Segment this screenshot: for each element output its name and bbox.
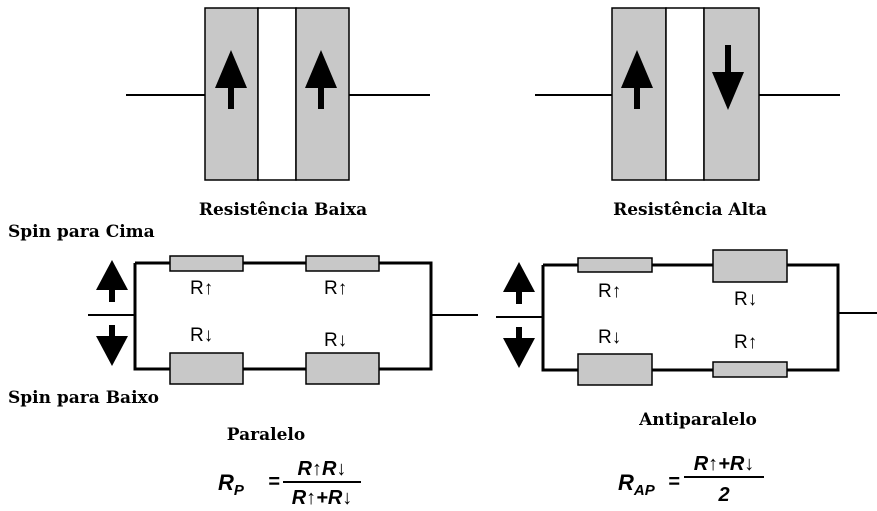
resistor-top-left xyxy=(169,255,244,272)
spin-down-arrow-icon xyxy=(503,327,535,368)
label-bottom-right: R↑ xyxy=(734,332,757,353)
spacer-layer xyxy=(665,7,705,181)
resistor-top-left xyxy=(577,257,653,273)
caption-high-resistance: Resistência Alta xyxy=(613,200,767,220)
spin-down-arrow-icon xyxy=(96,325,128,366)
label-bottom-left: R↓ xyxy=(598,327,621,348)
spin-down-label: Spin para Baixo xyxy=(8,388,159,408)
up-arrow-icon xyxy=(215,50,247,109)
resistor-bottom-right xyxy=(305,352,380,385)
formula-rp: RP = R↑R↓ R↑+R↓ xyxy=(218,458,361,509)
label-top-left: R↑ xyxy=(190,278,213,299)
formula-lhs: RAP xyxy=(618,470,656,499)
circuit-parallel: R↑ R↑ R↓ R↓ Paralelo xyxy=(88,255,478,445)
label-bottom-right: R↓ xyxy=(324,330,347,351)
spin-up-arrow-icon xyxy=(96,260,128,302)
formula-lhs: RP xyxy=(218,470,245,499)
resistor-bottom-left xyxy=(577,353,653,386)
caption-low-resistance: Resistência Baixa xyxy=(199,200,367,220)
formula-numerator: R↑R↓ xyxy=(298,458,347,480)
label-top-right: R↑ xyxy=(324,278,347,299)
resistor-bottom-left xyxy=(169,352,244,385)
spacer-layer xyxy=(257,7,297,181)
resistor-bottom-right xyxy=(712,361,788,378)
caption-parallel: Paralelo xyxy=(227,425,305,445)
device-high-resistance: Resistência Alta xyxy=(535,7,840,220)
formula-equals: = xyxy=(268,471,280,493)
circuit-antiparallel: R↑ R↓ R↓ R↑ Antiparalelo xyxy=(496,249,877,430)
spin-up-label: Spin para Cima xyxy=(8,222,155,242)
device-low-resistance: Resistência Baixa xyxy=(126,7,430,220)
resistor-top-right xyxy=(305,255,380,272)
down-arrow-icon xyxy=(712,45,744,110)
caption-antiparallel: Antiparalelo xyxy=(638,410,757,430)
label-top-right: R↓ xyxy=(734,289,757,310)
formula-denominator: R↑+R↓ xyxy=(292,487,353,509)
up-arrow-icon xyxy=(305,50,337,109)
formula-equals: = xyxy=(668,471,680,493)
formula-denominator: 2 xyxy=(717,484,729,506)
formula-rap: RAP = R↑+R↓ 2 xyxy=(618,453,764,506)
circuit-wires xyxy=(541,263,840,372)
formula-numerator: R↑+R↓ xyxy=(694,453,755,475)
label-bottom-left: R↓ xyxy=(190,325,213,346)
spin-up-arrow-icon xyxy=(503,262,535,304)
label-top-left: R↑ xyxy=(598,281,621,302)
resistor-top-right xyxy=(712,249,788,283)
up-arrow-icon xyxy=(621,50,653,109)
